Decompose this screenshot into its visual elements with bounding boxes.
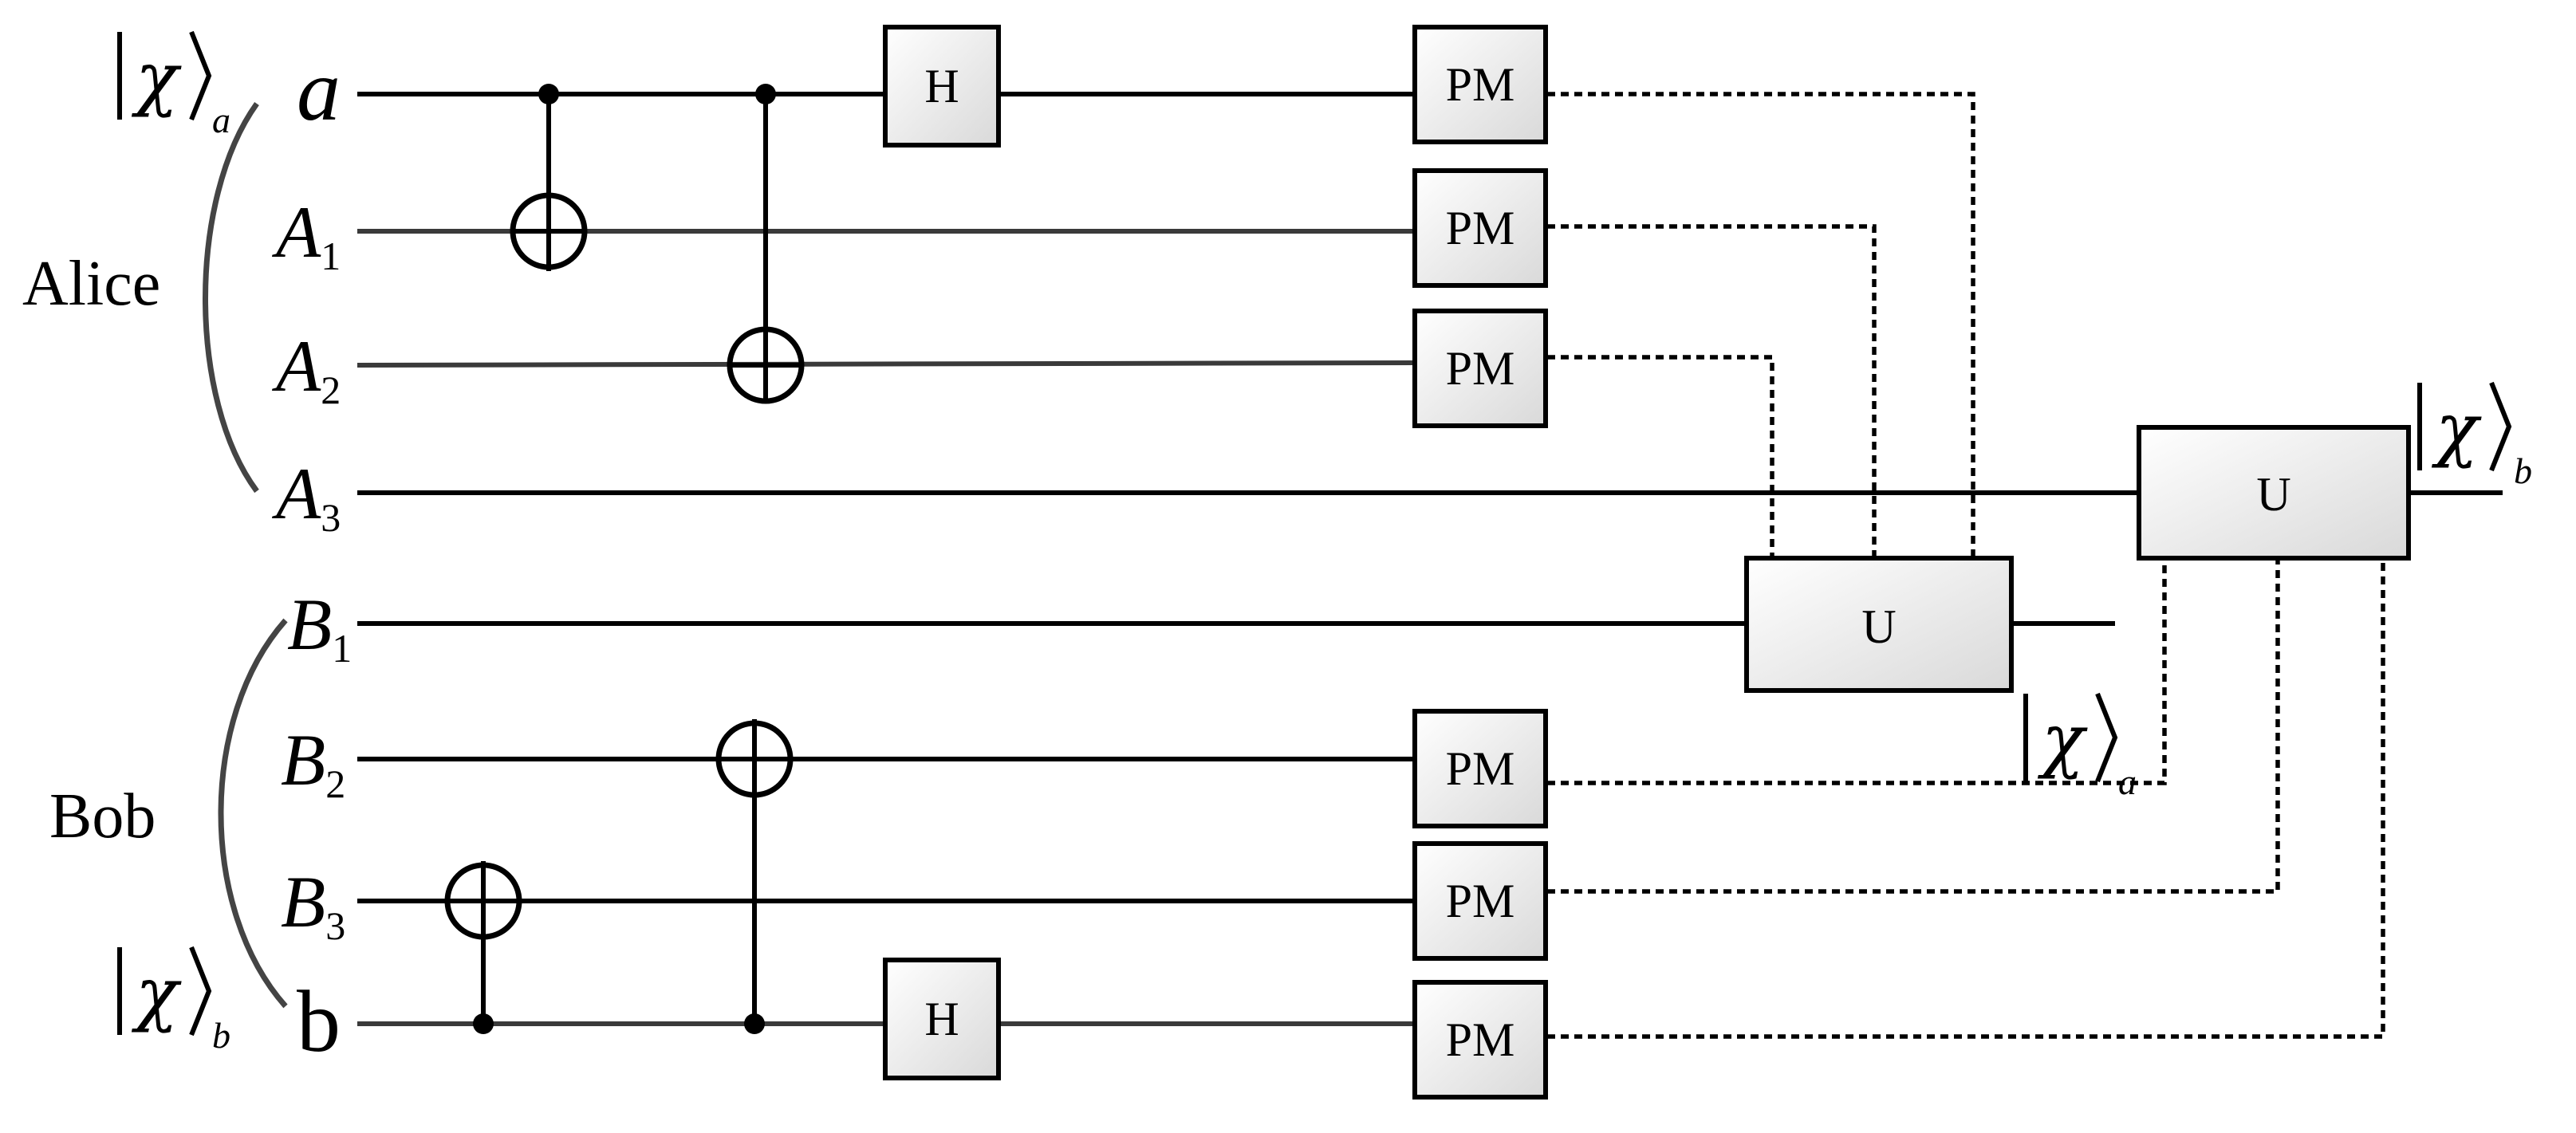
unitary-box-A3: U (2137, 425, 2411, 561)
ket-chi-b-output: χ b (2417, 381, 2532, 491)
hadamard-gate-a: H (883, 25, 1001, 148)
cnot-a-A1 (510, 84, 588, 271)
measure-box-a: PM (1412, 25, 1548, 144)
wire-label-A3: A3 (271, 453, 341, 540)
svg-text:χ: χ (131, 952, 182, 1034)
gate-label: H (924, 60, 959, 112)
measure-box-A2: PM (1412, 309, 1548, 428)
alice-label: Alice (22, 249, 160, 319)
link-PM-A2 (1547, 355, 1774, 558)
gate-label: U (2256, 468, 2290, 521)
ket-chi-b-input: χ b (117, 946, 230, 1056)
wire-label-a: a (297, 41, 341, 139)
ket-chi-a-input: χ a (117, 30, 230, 140)
svg-text:a: a (2118, 761, 2137, 802)
wire-A2 (356, 360, 1414, 368)
gate-label: PM (1446, 742, 1515, 795)
gate-label: PM (1446, 875, 1515, 927)
link-PM-A1 (1547, 224, 1877, 558)
measure-box-B3: PM (1412, 841, 1548, 961)
control-dot (744, 1013, 765, 1034)
ket-chi-a-output: χ a (2023, 692, 2137, 802)
wire-label-A1: A1 (271, 191, 341, 278)
link-PM-B2 (1547, 558, 2167, 785)
gate-label: PM (1446, 342, 1515, 395)
alice-brace (203, 101, 259, 494)
control-dot (755, 84, 776, 104)
measure-box-A1: PM (1412, 168, 1548, 288)
measure-box-b: PM (1412, 980, 1548, 1100)
classical-links (1547, 92, 2385, 1039)
unitary-box-B1: U (1744, 556, 2014, 693)
cnot-a-A2 (727, 84, 805, 404)
gate-label: U (1861, 600, 1896, 653)
wire-label-B3: B3 (281, 861, 345, 948)
svg-text:χ: χ (2037, 698, 2088, 781)
svg-text:a: a (212, 100, 230, 140)
bob-label: Bob (49, 781, 156, 852)
bob-brace (218, 618, 288, 1009)
control-dot (538, 84, 559, 104)
hadamard-gate-b: H (883, 958, 1001, 1080)
measure-box-B2: PM (1412, 709, 1548, 828)
link-PM-B3 (1547, 558, 2280, 894)
wire-labels: a A1 A2 A3 B1 B2 B3 b (271, 41, 352, 1070)
gate-label: H (924, 993, 959, 1045)
link-PM-a (1547, 92, 1975, 558)
gate-label: PM (1446, 202, 1515, 254)
wire-label-b: b (297, 973, 341, 1070)
wire-label-B1: B1 (287, 584, 352, 671)
svg-text:χ: χ (131, 37, 182, 119)
cnot-b-B3 (444, 861, 522, 1034)
link-PM-b (1547, 558, 2385, 1039)
gate-label: PM (1446, 1013, 1515, 1066)
control-dot (473, 1013, 494, 1034)
wire-label-A2: A2 (271, 325, 341, 412)
cnot-b-B2 (715, 719, 794, 1034)
gate-label: PM (1446, 58, 1515, 111)
svg-text:b: b (212, 1015, 230, 1056)
svg-text:b: b (2514, 450, 2532, 491)
wire-label-B2: B2 (281, 719, 345, 806)
svg-text:χ: χ (2431, 388, 2482, 470)
